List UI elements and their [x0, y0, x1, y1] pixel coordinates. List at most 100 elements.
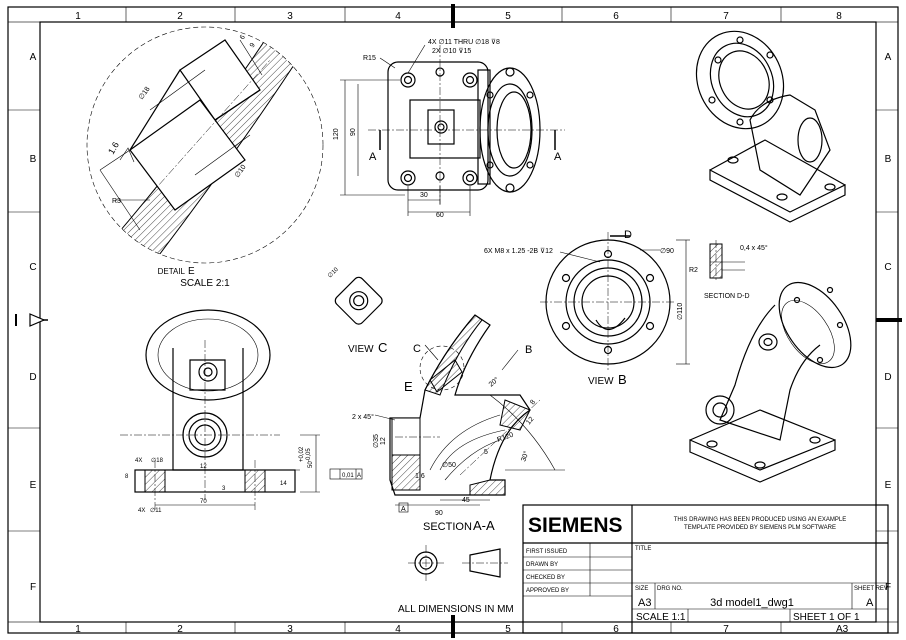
zone-col-1: 1	[75, 11, 81, 22]
label-4x-11: 4X	[138, 508, 145, 514]
dim-detail-surface: 1.6	[106, 140, 121, 156]
zone-row-f: F	[30, 582, 36, 593]
zone-col-4: 4	[395, 11, 401, 22]
dim-sec-5: 5	[484, 449, 488, 456]
dim-r15: R15	[363, 55, 376, 62]
flatness-datum: A	[357, 473, 361, 479]
company-logo: SIEMENS	[528, 514, 623, 537]
title-label: TITLE	[635, 546, 651, 552]
datum-a-box: A	[401, 506, 406, 513]
dim-front-8: 8	[125, 474, 129, 480]
scale-value: SCALE 1:1	[636, 612, 686, 623]
dim-r2: R2	[689, 267, 698, 274]
zone-dividers	[8, 7, 898, 633]
dim-front-12: 12	[200, 464, 207, 470]
approved-by-label: APPROVED BY	[526, 588, 569, 594]
dim-sec-8: 8	[529, 399, 537, 407]
dim-front-d11: ∅11	[150, 507, 162, 514]
dim-sec-90: 90	[435, 510, 443, 517]
dim-angle-30: 30°	[519, 450, 530, 463]
dim-front-3: 3	[222, 486, 226, 492]
dim-r120: R120	[496, 432, 514, 444]
zone-col-4-bottom: 4	[395, 624, 401, 635]
zone-row-a-right: A	[885, 52, 892, 63]
dim-sec-12: 12	[380, 437, 387, 445]
zone-col-5-bottom: 5	[505, 624, 511, 635]
zone-col-7-bottom: 7	[723, 624, 729, 635]
section-d-d: 0,4 x 45° R2 SECTION D-D	[689, 240, 768, 300]
dim-d50: ∅50	[442, 462, 456, 469]
detail-e-letter: E	[188, 266, 195, 277]
size-label: SIZE	[635, 586, 648, 592]
dim-sec-12b: 12	[525, 416, 535, 427]
mark-c: C	[413, 343, 421, 355]
zone-col-3-bottom: 3	[287, 624, 293, 635]
view-b-label: VIEW	[588, 376, 614, 387]
zone-row-a: A	[30, 52, 37, 63]
mark-e: E	[404, 379, 413, 394]
dim-angle-20: 20°	[487, 375, 500, 388]
dim-detail-d18: ∅18	[138, 86, 152, 101]
dim-front-50: 50	[308, 461, 314, 468]
dim-detail-6: 6	[239, 34, 247, 41]
view-c-letter: C	[378, 340, 387, 355]
zone-col-6-bottom: 6	[613, 624, 619, 635]
note-thread: 6X M8 x 1.25 -2B ⊽12	[484, 247, 553, 255]
zone-row-d: D	[29, 372, 36, 383]
zone-row-b-right: B	[885, 154, 892, 165]
zone-row-e-right: E	[885, 480, 892, 491]
view-b-letter: B	[618, 372, 627, 387]
drawn-by-label: DRAWN BY	[526, 562, 558, 568]
drg-no-label: DRG NO.	[657, 586, 683, 592]
zone-col-5: 5	[505, 11, 511, 22]
zone-row-c: C	[29, 262, 36, 273]
tol-minus: -0,05	[306, 448, 312, 462]
zone-row-d-right: D	[884, 372, 891, 383]
dim-view-c-a: ∅10	[326, 266, 340, 280]
isometric-view-bottom	[689, 281, 852, 483]
section-a-a-letter: A-A	[473, 518, 495, 533]
zone-col-2-bottom: 2	[177, 624, 183, 635]
dim-30: 30	[420, 192, 428, 199]
dim-detail-r3: R3	[112, 198, 121, 205]
isometric-view-top	[695, 30, 846, 223]
centering-marks	[15, 4, 902, 638]
detail-e-label: DETAIL	[158, 267, 186, 276]
all-dimensions-note: ALL DIMENSIONS IN MM	[398, 604, 514, 615]
view-c: ∅10 VIEW C	[326, 266, 387, 355]
first-issued-label: FIRST ISSUED	[526, 549, 568, 555]
mark-b: B	[525, 344, 532, 356]
flatness-value: 0,01	[342, 473, 354, 479]
dim-d90: ∅90	[660, 248, 674, 255]
dim-front-14: 14	[280, 481, 287, 487]
section-a-a-label: SECTION	[423, 521, 472, 533]
dim-60: 60	[436, 212, 444, 219]
dim-90-vertical: 90	[350, 128, 357, 136]
title-block: SIEMENS THIS DRAWING HAS BEEN PRODUCED U…	[522, 504, 889, 635]
checked-by-label: CHECKED BY	[526, 575, 565, 581]
detail-e-scale: SCALE 2:1	[180, 278, 230, 289]
size-value: A3	[638, 597, 651, 609]
flatness-frame: 0,01 A	[329, 468, 363, 480]
section-a-a: 2 x 45° ∅35 12 ∅50 5 45 90 1,6 R120 20° …	[352, 314, 565, 533]
template-note-line-2: TEMPLATE PROVIDED BY SIEMENS PLM SOFTWAR…	[684, 525, 836, 531]
dim-d110: ∅110	[677, 303, 684, 320]
front-view: 4X ∅18 4X ∅11 12 70 3 14 8 50 +0,02 -0,0…	[120, 309, 363, 514]
view-b: D ∅90 ∅110 6X M8 x 1.25 -2B ⊽12 VIEW B	[484, 229, 690, 387]
dim-detail-9: 9	[249, 42, 257, 49]
dim-chamfer-2: 2 x 45°	[352, 413, 374, 421]
dim-d35: ∅35	[373, 434, 380, 448]
note-holes-thru: 4X ∅11 THRU ∅18 ⊽8	[428, 38, 500, 46]
label-4x-18: 4X	[135, 458, 142, 464]
zone-col-3: 3	[287, 11, 293, 22]
top-view: A A 120 90 30 60 R15 4X ∅11 THRU ∅18 ⊽8 …	[333, 38, 565, 219]
zone-row-c-right: C	[884, 262, 891, 273]
projection-symbol	[408, 545, 508, 581]
cut-a-left: A	[369, 151, 377, 163]
zone-col-8: 8	[836, 11, 842, 22]
zone-col-1-bottom: 1	[75, 624, 81, 635]
detail-e-view: ∅18 6 9 ∅10 R3 1.6 DETAIL E SCALE 2:1	[86, 26, 324, 289]
dim-sec-45: 45	[462, 497, 470, 504]
zone-col-2: 2	[177, 11, 183, 22]
